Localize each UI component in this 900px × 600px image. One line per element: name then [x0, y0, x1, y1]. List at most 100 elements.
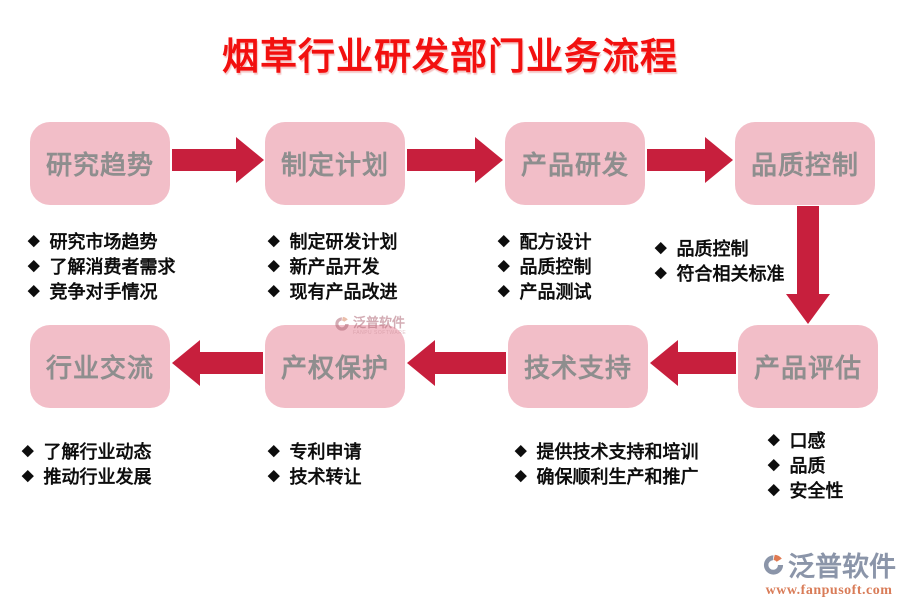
list-item-text: 制定研发计划 — [289, 231, 398, 252]
list-item: ◆ 配方设计 — [498, 228, 592, 253]
list-item-text: 配方设计 — [519, 231, 592, 252]
arrow-head — [786, 294, 830, 324]
list-item-text: 推动行业发展 — [43, 466, 152, 487]
arrow-head — [650, 340, 678, 386]
list-item: ◆ 提供技术支持和培训 — [515, 438, 699, 463]
page-title: 烟草行业研发部门业务流程 — [222, 36, 678, 77]
flow-box-industry-exchange: 行业交流 — [30, 325, 170, 408]
diamond-bullet-icon: ◆ — [655, 239, 667, 256]
diamond-bullet-icon: ◆ — [515, 442, 527, 459]
footer-brand-row: 泛普软件 — [762, 545, 896, 584]
fanpu-logo-icon — [763, 554, 784, 575]
list-item-text: 现有产品改进 — [289, 281, 398, 302]
diamond-bullet-icon: ◆ — [655, 264, 667, 281]
arrow-head — [172, 340, 200, 386]
list-item: ◆ 竞争对手情况 — [28, 278, 176, 303]
diamond-bullet-icon: ◆ — [768, 431, 780, 448]
fanpu-logo-icon — [335, 316, 349, 331]
list-item: ◆ 品质控制 — [498, 253, 592, 278]
flow-box-product-evaluation: 产品评估 — [738, 325, 878, 408]
diamond-bullet-icon: ◆ — [768, 481, 780, 498]
diamond-bullet-icon: ◆ — [22, 467, 34, 484]
arrow-left-icon — [172, 340, 263, 386]
diamond-bullet-icon: ◆ — [768, 456, 780, 473]
watermark-text: 泛普软件 FANPU SOFTWARE — [353, 316, 406, 336]
arrow-left-icon — [407, 340, 506, 386]
diamond-bullet-icon: ◆ — [268, 257, 280, 274]
diamond-bullet-icon: ◆ — [28, 282, 40, 299]
arrow-shaft — [200, 352, 263, 374]
list-item-text: 了解消费者需求 — [49, 256, 176, 277]
list-item: ◆ 口感 — [768, 427, 844, 452]
list-item: ◆ 符合相关标准 — [655, 260, 785, 285]
flow-box-product-rd: 产品研发 — [505, 122, 645, 205]
list-item-text: 品质 — [789, 455, 826, 476]
flow-box-ip-protection: 产权保护 — [265, 325, 405, 408]
diamond-bullet-icon: ◆ — [22, 442, 34, 459]
list-item: ◆ 研究市场趋势 — [28, 228, 176, 253]
list-item: ◆ 新产品开发 — [268, 253, 398, 278]
flow-box-label: 品质控制 — [750, 150, 859, 180]
arrow-right-icon — [172, 137, 264, 183]
bullet-list-tech-support: ◆ 提供技术支持和培训 ◆ 确保顺利生产和推广 — [515, 438, 699, 488]
arrow-right-icon — [407, 137, 503, 183]
list-item-text: 专利申请 — [289, 441, 362, 462]
list-item: ◆ 技术转让 — [268, 463, 362, 488]
arrow-shaft — [678, 352, 736, 374]
flow-box-label: 产权保护 — [280, 353, 389, 383]
list-item: ◆ 了解行业动态 — [22, 438, 152, 463]
list-item-text: 确保顺利生产和推广 — [536, 466, 699, 487]
diamond-bullet-icon: ◆ — [268, 232, 280, 249]
list-item-text: 提供技术支持和培训 — [536, 441, 699, 462]
diamond-bullet-icon: ◆ — [28, 257, 40, 274]
list-item-text: 技术转让 — [289, 466, 362, 487]
flow-box-label: 产品评估 — [753, 353, 862, 383]
list-item-text: 了解行业动态 — [43, 441, 152, 462]
watermark-logo: 泛普软件 FANPU SOFTWARE — [334, 316, 406, 336]
list-item: ◆ 现有产品改进 — [268, 278, 398, 303]
bullet-list-make-plan: ◆ 制定研发计划 ◆ 新产品开发 ◆ 现有产品改进 — [268, 228, 398, 303]
list-item: ◆ 制定研发计划 — [268, 228, 398, 253]
footer-brand: 泛普软件 www.fanpusoft.com — [762, 545, 896, 599]
watermark-subtitle: FANPU SOFTWARE — [353, 330, 407, 336]
list-item-text: 研究市场趋势 — [49, 231, 158, 252]
diamond-bullet-icon: ◆ — [268, 442, 280, 459]
arrow-left-icon — [650, 340, 736, 386]
bullet-list-quality-control: ◆ 品质控制 ◆ 符合相关标准 — [655, 235, 785, 285]
flow-box-label: 行业交流 — [45, 353, 154, 383]
diamond-bullet-icon: ◆ — [515, 467, 527, 484]
arrow-down-icon — [786, 206, 830, 324]
flow-box-quality-control: 品质控制 — [735, 122, 875, 205]
list-item: ◆ 确保顺利生产和推广 — [515, 463, 699, 488]
footer-brand-name: 泛普软件 — [788, 552, 896, 582]
list-item-text: 口感 — [789, 430, 826, 451]
list-item: ◆ 专利申请 — [268, 438, 362, 463]
bullet-list-product-rd: ◆ 配方设计 ◆ 品质控制 ◆ 产品测试 — [498, 228, 592, 303]
bullet-list-ip-protection: ◆ 专利申请 ◆ 技术转让 — [268, 438, 362, 488]
flow-box-label: 技术支持 — [523, 353, 632, 383]
list-item: ◆ 推动行业发展 — [22, 463, 152, 488]
list-item-text: 新产品开发 — [289, 256, 380, 277]
list-item-text: 产品测试 — [519, 281, 592, 302]
list-item-text: 符合相关标准 — [676, 263, 785, 284]
flow-box-label: 产品研发 — [520, 150, 629, 180]
diamond-bullet-icon: ◆ — [268, 282, 280, 299]
arrow-head — [705, 137, 733, 183]
flow-box-label: 制定计划 — [280, 150, 389, 180]
list-item-text: 竞争对手情况 — [49, 281, 158, 302]
list-item: ◆ 安全性 — [768, 477, 844, 502]
bullet-list-product-evaluation: ◆ 口感 ◆ 品质 ◆ 安全性 — [768, 427, 844, 502]
list-item: ◆ 了解消费者需求 — [28, 253, 176, 278]
diamond-bullet-icon: ◆ — [498, 232, 510, 249]
arrow-shaft — [647, 149, 705, 171]
list-item-text: 品质控制 — [519, 256, 592, 277]
list-item: ◆ 品质控制 — [655, 235, 785, 260]
bullet-list-industry-exchange: ◆ 了解行业动态 ◆ 推动行业发展 — [22, 438, 152, 488]
arrow-shaft — [172, 149, 236, 171]
list-item-text: 品质控制 — [676, 238, 749, 259]
arrow-shaft — [407, 149, 475, 171]
flow-box-tech-support: 技术支持 — [508, 325, 648, 408]
watermark-brand: 泛普软件 — [353, 315, 406, 330]
list-item: ◆ 产品测试 — [498, 278, 592, 303]
diamond-bullet-icon: ◆ — [498, 282, 510, 299]
